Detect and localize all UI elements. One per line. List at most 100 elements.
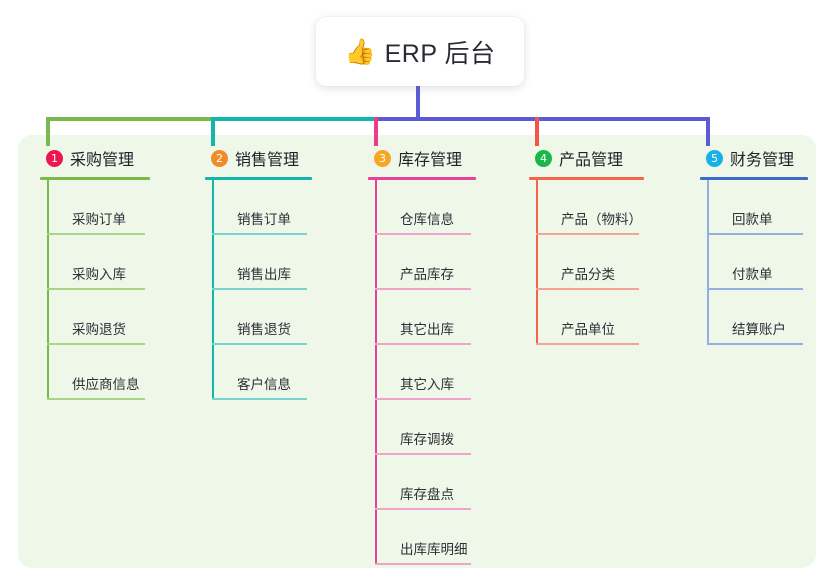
branch-item[interactable]: 销售退货 <box>205 290 312 345</box>
branch-item-label: 供应商信息 <box>72 377 140 392</box>
branch-item-rule <box>47 398 145 400</box>
branch-header-rule <box>700 177 808 180</box>
branch-item-label: 付款单 <box>732 267 773 282</box>
branch-item[interactable]: 产品库存 <box>368 235 476 290</box>
connector-drop-2 <box>211 117 215 146</box>
branch-item[interactable]: 产品单位 <box>529 290 644 345</box>
branch-item-label: 仓库信息 <box>400 212 454 227</box>
branch-title: 产品管理 <box>559 152 624 169</box>
branch-item[interactable]: 库存盘点 <box>368 455 476 510</box>
branch-column-4: 4 产品管理产品（物料） 产品分类产品单位 <box>529 146 644 345</box>
branch-item-label: 销售订单 <box>237 212 291 227</box>
branch-item-label: 库存盘点 <box>400 487 454 502</box>
branch-item-rule <box>375 398 471 400</box>
branch-item-rule <box>536 233 639 235</box>
branch-item[interactable]: 供应商信息 <box>40 345 150 400</box>
branch-item-rule <box>47 233 145 235</box>
branch-items: 仓库信息产品库存其它出库其它入库库存调拨库存盘点出库库明细 <box>368 180 476 565</box>
branch-item-label: 采购入库 <box>72 267 126 282</box>
branch-item[interactable]: 其它入库 <box>368 345 476 400</box>
branch-item-label: 产品（物料） <box>561 212 642 227</box>
connector-bus-segment-2 <box>211 117 378 121</box>
branch-item-label: 回款单 <box>732 212 773 227</box>
branch-header-2[interactable]: 2 销售管理 <box>205 146 312 170</box>
branch-index-badge: 3 <box>374 149 391 167</box>
branch-item[interactable]: 付款单 <box>700 235 808 290</box>
branch-item-rule <box>212 343 307 345</box>
connector-bus-segment-1 <box>46 117 215 121</box>
branch-spine <box>707 180 709 345</box>
branch-index-badge: 5 <box>706 149 723 167</box>
branch-item[interactable]: 其它出库 <box>368 290 476 345</box>
branch-item[interactable]: 库存调拨 <box>368 400 476 455</box>
thumbs-up-icon: 👍 <box>344 38 376 66</box>
branch-item[interactable]: 回款单 <box>700 180 808 235</box>
branch-title: 销售管理 <box>235 152 300 169</box>
root-node[interactable]: 👍 ERP 后台 <box>316 17 524 86</box>
root-stem <box>416 86 420 121</box>
branch-item-label: 销售退货 <box>237 322 291 337</box>
branch-header-rule <box>40 177 150 180</box>
branch-item[interactable]: 出库库明细 <box>368 510 476 565</box>
branch-items: 回款单付款单结算账户 <box>700 180 808 345</box>
branch-item-rule <box>707 233 803 235</box>
branch-item-label: 产品库存 <box>400 267 454 282</box>
branch-item[interactable]: 采购退货 <box>40 290 150 345</box>
branch-spine <box>47 180 49 400</box>
branch-item-rule <box>536 288 639 290</box>
branch-item-rule <box>212 288 307 290</box>
branch-item-label: 库存调拨 <box>400 432 454 447</box>
branch-item[interactable]: 产品分类 <box>529 235 644 290</box>
branch-header-4[interactable]: 4 产品管理 <box>529 146 644 170</box>
branch-item[interactable]: 客户信息 <box>205 345 312 400</box>
branch-item[interactable]: 仓库信息 <box>368 180 476 235</box>
branch-item-rule <box>47 288 145 290</box>
branch-items: 采购订单采购入库采购退货供应商信息 <box>40 180 150 400</box>
branch-item[interactable]: 销售订单 <box>205 180 312 235</box>
root-title: ERP 后台 <box>384 39 496 68</box>
branch-item[interactable]: 采购入库 <box>40 235 150 290</box>
branch-item[interactable]: 采购订单 <box>40 180 150 235</box>
branch-column-2: 2 销售管理销售订单销售出库销售退货客户信息 <box>205 146 312 400</box>
connector-drop-3 <box>374 117 378 146</box>
connector-drop-4 <box>535 117 539 146</box>
connector-drop-1 <box>46 117 50 146</box>
branch-header-rule <box>529 177 644 180</box>
branch-title: 采购管理 <box>70 152 135 169</box>
branch-index-badge: 2 <box>211 149 228 167</box>
branch-item-rule <box>47 343 145 345</box>
branch-item-rule <box>707 343 803 345</box>
branch-item-rule <box>375 288 471 290</box>
branch-index-badge: 4 <box>535 149 552 167</box>
branch-item[interactable]: 结算账户 <box>700 290 808 345</box>
branch-item-rule <box>536 343 639 345</box>
branch-spine <box>536 180 538 345</box>
branch-item-label: 其它入库 <box>400 377 454 392</box>
branch-header-rule <box>205 177 312 180</box>
branches-panel <box>18 135 816 568</box>
branch-item-label: 采购退货 <box>72 322 126 337</box>
branch-item-label: 销售出库 <box>237 267 291 282</box>
branch-spine <box>212 180 214 400</box>
branch-item-rule <box>375 508 471 510</box>
branch-items: 销售订单销售出库销售退货客户信息 <box>205 180 312 400</box>
branch-item-label: 采购订单 <box>72 212 126 227</box>
branch-item-rule <box>375 563 471 565</box>
branch-item-label: 出库库明细 <box>400 542 468 557</box>
branch-item-label: 其它出库 <box>400 322 454 337</box>
branch-item-label: 客户信息 <box>237 377 291 392</box>
branch-item-rule <box>212 233 307 235</box>
branch-item-label: 产品分类 <box>561 267 615 282</box>
branch-header-rule <box>368 177 476 180</box>
branch-item[interactable]: 销售出库 <box>205 235 312 290</box>
branch-item[interactable]: 产品（物料） <box>529 180 644 235</box>
branch-item-rule <box>375 233 471 235</box>
branch-item-rule <box>375 453 471 455</box>
